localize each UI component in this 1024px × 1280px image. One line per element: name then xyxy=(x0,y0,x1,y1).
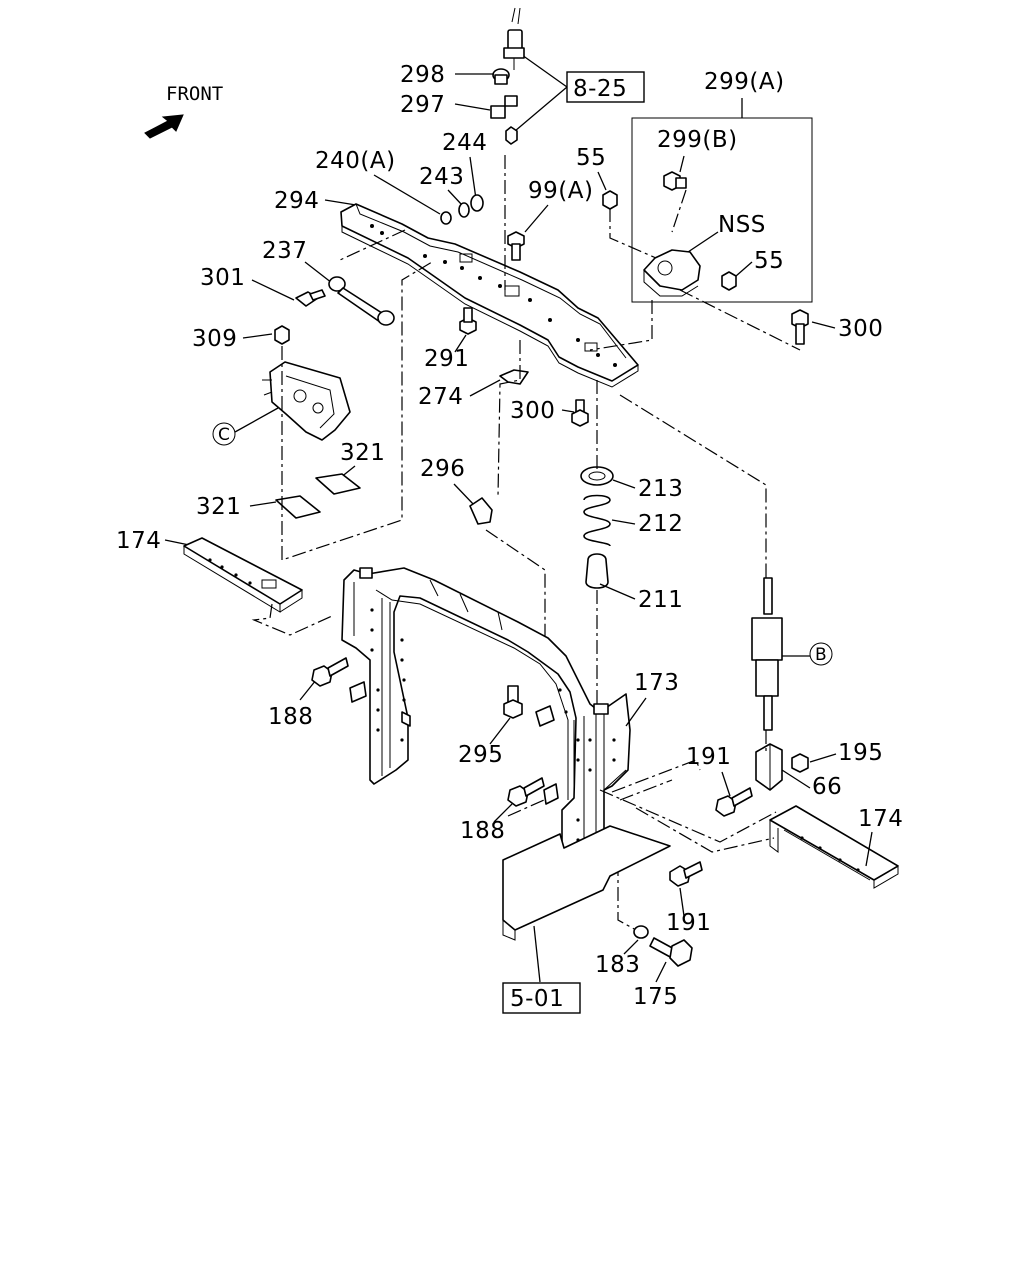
rail-174-left xyxy=(183,537,303,613)
part-label-243[interactable]: 243 xyxy=(419,164,464,190)
part-label-211[interactable]: 211 xyxy=(638,587,683,613)
bump-stop-assembly xyxy=(580,466,614,589)
part-label-212[interactable]: 212 xyxy=(638,511,683,537)
part-label-309[interactable]: 309 xyxy=(192,326,237,352)
part-label-297[interactable]: 297 xyxy=(400,92,445,118)
bolt-295 xyxy=(503,685,523,719)
part-label-291[interactable]: 291 xyxy=(424,346,469,372)
shock-absorber xyxy=(751,577,783,731)
part-label-321a[interactable]: 321 xyxy=(340,440,385,466)
bolt-291 xyxy=(459,307,477,335)
part-label-299b[interactable]: 299(B) xyxy=(657,127,738,153)
ref-box-5-01[interactable]: 5-01 xyxy=(502,982,581,1014)
part-label-99a[interactable]: 99(A) xyxy=(528,178,593,204)
bolt-191a xyxy=(715,787,753,817)
ref-8-25-text: 8-25 xyxy=(573,76,627,102)
part-label-240a[interactable]: 240(A) xyxy=(315,148,396,174)
rail-174-right xyxy=(769,805,899,889)
part-label-nss[interactable]: NSS xyxy=(718,212,766,238)
bracket-66 xyxy=(755,743,783,791)
part-label-191a[interactable]: 191 xyxy=(686,744,731,770)
chassis-frame-section xyxy=(502,825,671,941)
part-label-174b[interactable]: 174 xyxy=(858,806,903,832)
bolt-301 xyxy=(295,289,326,307)
part-label-237[interactable]: 237 xyxy=(262,238,307,264)
part-label-195[interactable]: 195 xyxy=(838,740,883,766)
part-label-175[interactable]: 175 xyxy=(633,984,678,1010)
bolt-175 xyxy=(649,937,693,967)
front-label: FRONT xyxy=(166,83,223,105)
part-label-301[interactable]: 301 xyxy=(200,265,245,291)
part-label-66[interactable]: 66 xyxy=(812,774,842,800)
part-label-274[interactable]: 274 xyxy=(418,384,463,410)
part-label-191b[interactable]: 191 xyxy=(666,910,711,936)
part-label-183[interactable]: 183 xyxy=(595,952,640,978)
part-label-188a[interactable]: 188 xyxy=(268,704,313,730)
part-label-244[interactable]: 244 xyxy=(442,130,487,156)
part-label-294[interactable]: 294 xyxy=(274,188,319,214)
bracket-nss xyxy=(643,249,701,297)
circle-ref-c[interactable]: C xyxy=(212,422,236,446)
part-label-213[interactable]: 213 xyxy=(638,476,683,502)
part-label-300a[interactable]: 300 xyxy=(838,316,883,342)
circle-ref-c-text: C xyxy=(218,425,230,445)
part-label-55a[interactable]: 55 xyxy=(576,145,606,171)
crossmember-294 xyxy=(340,203,639,388)
bolt-191b xyxy=(669,861,703,887)
circle-ref-b-text: B xyxy=(815,645,827,665)
part-label-55b[interactable]: 55 xyxy=(754,248,784,274)
bolt-300b xyxy=(571,399,589,427)
bolt-300a xyxy=(791,309,809,345)
switch-assembly xyxy=(490,7,525,145)
part-label-299a[interactable]: 299(A) xyxy=(704,69,785,95)
part-label-321b[interactable]: 321 xyxy=(196,494,241,520)
part-label-300b[interactable]: 300 xyxy=(510,398,555,424)
link-rod-237 xyxy=(328,276,395,326)
latch-assembly xyxy=(262,361,351,441)
part-label-296[interactable]: 296 xyxy=(420,456,465,482)
ref-box-8-25[interactable]: 8-25 xyxy=(566,71,645,103)
bolt-99a xyxy=(507,231,525,261)
frame-173 xyxy=(341,567,631,895)
part-label-174a[interactable]: 174 xyxy=(116,528,161,554)
part-label-295[interactable]: 295 xyxy=(458,742,503,768)
kit-box-299a xyxy=(631,117,813,303)
circle-ref-b[interactable]: B xyxy=(809,642,833,666)
front-indicator: FRONT xyxy=(144,83,223,139)
part-label-298[interactable]: 298 xyxy=(400,62,445,88)
front-arrow-icon xyxy=(144,114,184,139)
part-label-188b[interactable]: 188 xyxy=(460,818,505,844)
bolt-188b xyxy=(507,777,545,807)
bolt-299b xyxy=(663,171,687,191)
part-label-173[interactable]: 173 xyxy=(634,670,679,696)
ref-5-01-text: 5-01 xyxy=(510,986,564,1012)
bolt-188a xyxy=(311,657,349,687)
